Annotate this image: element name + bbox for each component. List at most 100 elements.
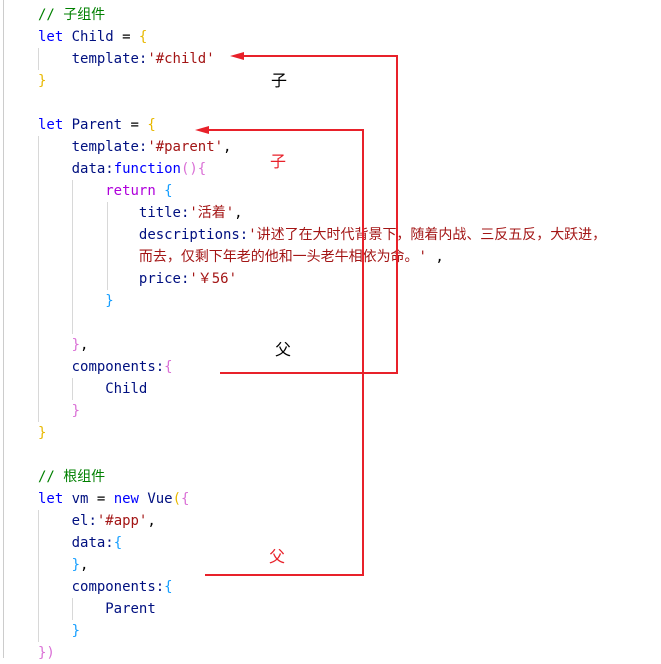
arrow-child-line (396, 55, 398, 374)
code-token: // 子组件 (38, 7, 106, 23)
code-token: Vue (147, 491, 173, 507)
code-line: template:'#parent', (38, 136, 232, 158)
code-line: components:{ (38, 356, 173, 378)
code-token: data: (38, 161, 114, 177)
code-token: 而去，仅剩下年老的他和一头老牛相依为命。' (38, 249, 427, 265)
code-line: } (38, 422, 46, 444)
code-line: // 子组件 (38, 4, 105, 26)
code-line: let vm = new Vue({ (38, 488, 189, 510)
code-token: el: (38, 513, 97, 529)
code-token: { (138, 29, 148, 45)
indent-guide (38, 136, 39, 422)
code-token: { (181, 491, 190, 507)
code-token: '#parent' (147, 139, 224, 155)
code-token: function (113, 161, 181, 177)
code-token: } (38, 73, 47, 89)
code-token: } (38, 337, 81, 353)
code-token: vm (71, 491, 97, 507)
arrow-child-head-icon (230, 52, 244, 60)
code-token: data: (38, 535, 114, 551)
code-token: }) (38, 645, 55, 661)
code-token: '#app' (96, 513, 148, 529)
code-token: return (38, 183, 165, 199)
code-line: data:function(){ (38, 158, 207, 180)
code-token: { (147, 117, 156, 133)
code-token: } (38, 425, 47, 441)
code-token: template: (38, 51, 148, 67)
editor-left-border (3, 0, 4, 658)
code-line: } (38, 620, 80, 642)
indent-guide (38, 510, 39, 642)
code-token: '#child' (147, 51, 215, 67)
code-token: { (113, 535, 123, 551)
code-line: el:'#app', (38, 510, 156, 532)
code-line: template:'#child' (38, 48, 215, 70)
code-line: // 根组件 (38, 466, 105, 488)
indent-guide (38, 48, 39, 70)
code-line: data:{ (38, 532, 123, 554)
code-line: return { (38, 180, 173, 202)
code-token: title: (38, 205, 190, 221)
code-token: price: (38, 271, 190, 287)
code-line: } (38, 70, 46, 92)
code-token: () (180, 161, 198, 177)
code-token: components: (38, 359, 165, 375)
code-line: title:'活着', (38, 202, 243, 224)
arrow-child-line (220, 372, 398, 374)
code-token: , (234, 205, 243, 221)
code-token: { (197, 161, 207, 177)
code-line: Child (38, 378, 147, 400)
code-token: '活着' (189, 205, 235, 221)
code-token: let (38, 117, 72, 133)
code-line: components:{ (38, 576, 173, 598)
code-line: }, (38, 554, 89, 576)
indent-guide (107, 202, 108, 290)
code-line: price:'￥56' (38, 268, 237, 290)
code-token: = (96, 491, 114, 507)
code-token: } (38, 557, 81, 573)
code-token: } (38, 623, 81, 639)
indent-guide (72, 598, 73, 620)
code-token: new (113, 491, 148, 507)
code-token: } (38, 293, 114, 309)
code-token: let (38, 491, 72, 507)
code-token: Parent (38, 601, 156, 617)
code-token: Parent (71, 117, 131, 133)
code-token: = (122, 29, 139, 45)
code-token: Child (38, 381, 148, 397)
code-line: let Parent = { (38, 114, 156, 136)
arrow-parent-line (205, 574, 364, 576)
indent-guide (72, 180, 73, 334)
code-token: , (147, 513, 156, 529)
code-token: = (130, 117, 148, 133)
code-token: { (164, 183, 173, 199)
arrow-parent-line (206, 129, 364, 131)
code-token: , (80, 337, 89, 353)
code-token: } (38, 403, 81, 419)
code-line: Parent (38, 598, 156, 620)
code-token: { (164, 359, 173, 375)
code-line: descriptions:'讲述了在大时代背景下，随着内战、三反五反，大跃进， (38, 224, 606, 246)
indent-guide (72, 378, 73, 400)
code-line: let Child = { (38, 26, 147, 48)
code-line: 而去，仅剩下年老的他和一头老牛相依为命。' , (38, 246, 444, 268)
code-token: , (80, 557, 89, 573)
child-label-red: 子 (270, 152, 287, 171)
arrow-parent-line (362, 129, 364, 576)
code-token: '￥56' (189, 271, 237, 287)
code-token: let (38, 29, 72, 45)
arrow-parent-head-icon (195, 126, 209, 134)
code-token: descriptions: (38, 227, 249, 243)
code-token: , (223, 139, 232, 155)
code-token: template: (38, 139, 148, 155)
arrow-child-line (240, 55, 398, 57)
code-line: } (38, 290, 114, 312)
code-line: }, (38, 334, 89, 356)
code-token: ( (172, 491, 181, 507)
child-label-black: 子 (271, 71, 288, 90)
code-token: '讲述了在大时代背景下，随着内战、三反五反，大跃进， (248, 227, 607, 243)
code-token: // 根组件 (38, 469, 106, 485)
code-token: { (164, 579, 173, 595)
code-token: components: (38, 579, 165, 595)
code-line: } (38, 400, 80, 422)
